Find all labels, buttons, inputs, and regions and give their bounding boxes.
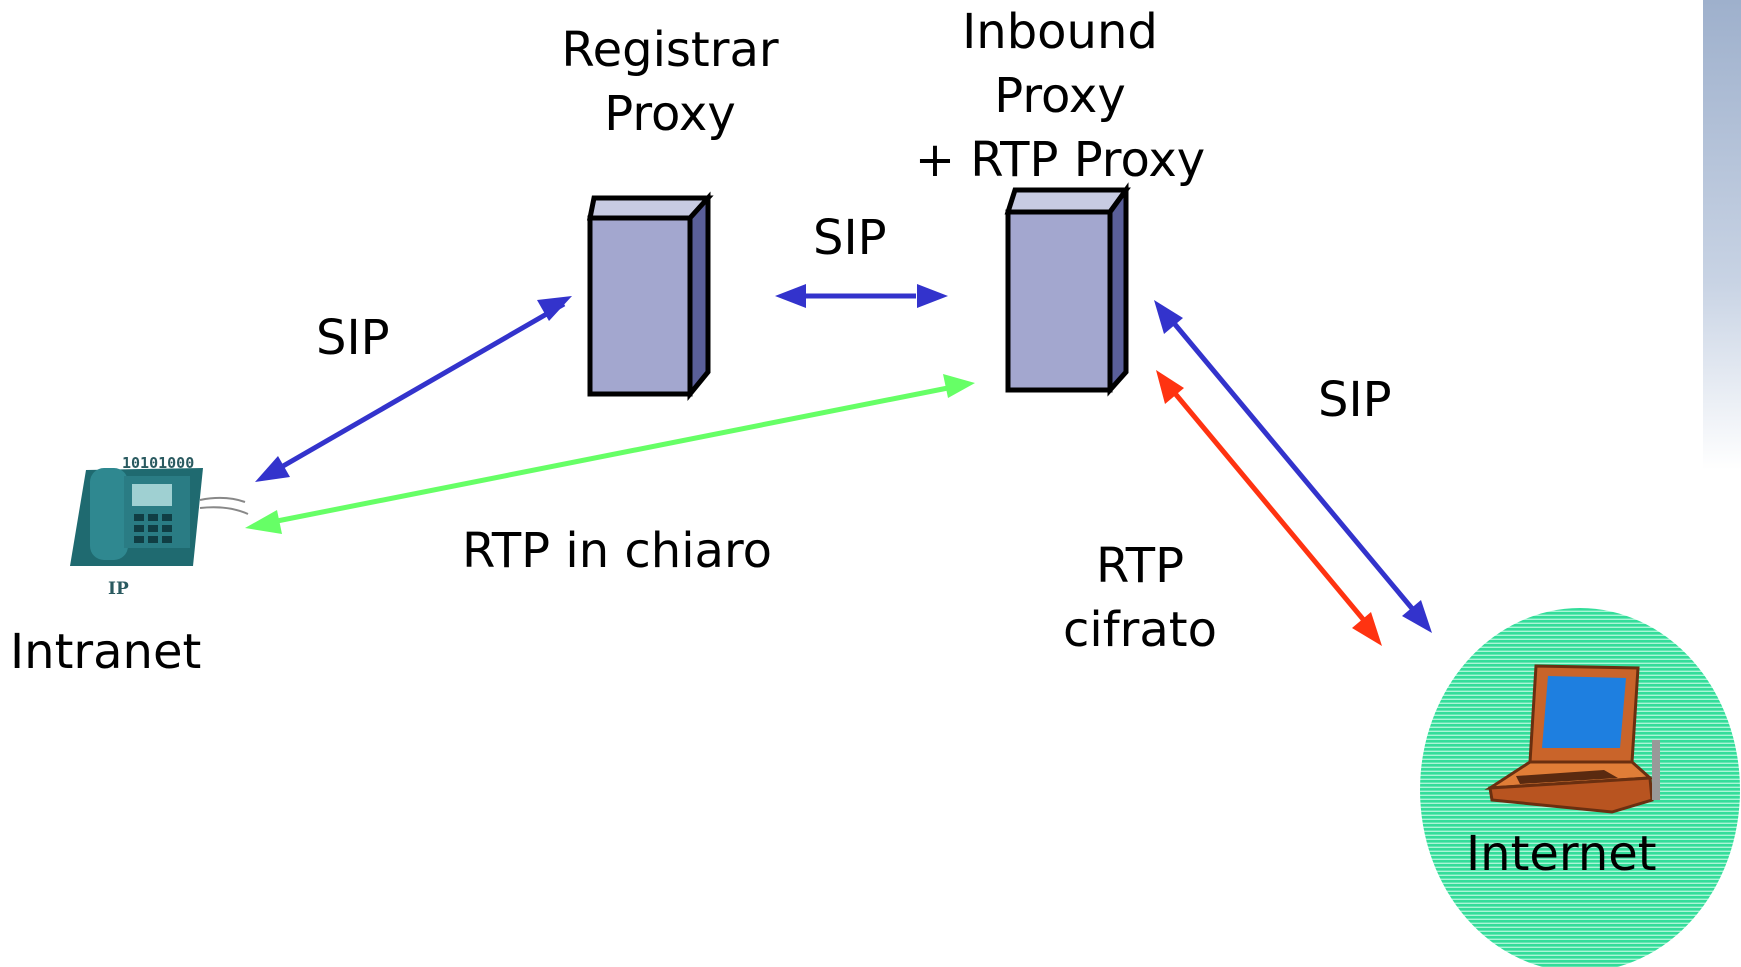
phone-display-text: 10101000 (122, 454, 194, 472)
laptop-icon (1484, 664, 1660, 814)
slide-side-bar (1703, 0, 1741, 470)
inbound-server-icon (1004, 182, 1131, 397)
inbound-label-line-3: + RTP Proxy (914, 132, 1206, 188)
edge-label-sip-phone-registrar: SIP (316, 310, 390, 366)
intranet-label: Intranet (10, 624, 202, 680)
internet-label: Internet (1466, 826, 1657, 882)
edge-label-rtp-in-chiaro: RTP in chiaro (462, 523, 773, 579)
edge-sip-inbound-internet (1154, 300, 1432, 633)
registrar-label-line-2: Proxy (604, 86, 736, 142)
inbound-label-line-1: Inbound (962, 4, 1158, 60)
inbound-label-line-2: Proxy (994, 68, 1126, 124)
edge-sip-registrar-inbound (775, 284, 948, 308)
edge-rtp-phone-inbound (245, 374, 975, 534)
edge-label-rtp-cifrato: RTP cifrato (1030, 534, 1250, 662)
inbound-proxy-label: Inbound Proxy + RTP Proxy (900, 0, 1220, 192)
registrar-label-line-1: Registrar (561, 22, 779, 78)
edge-rtp-inbound-internet (1156, 370, 1382, 646)
registrar-proxy-label: Registrar Proxy (530, 18, 810, 146)
rtp-cifrato-line-2: cifrato (1063, 602, 1217, 658)
edge-sip-phone-registrar (255, 296, 572, 482)
rtp-cifrato-line-1: RTP (1095, 538, 1185, 594)
registrar-server-icon (586, 191, 714, 402)
ip-phone-icon: 10101000 IP (70, 454, 249, 599)
edge-label-sip-inbound-internet: SIP (1318, 372, 1392, 428)
edge-label-sip-registrar-inbound: SIP (813, 210, 887, 266)
phone-ip-badge: IP (108, 579, 129, 599)
